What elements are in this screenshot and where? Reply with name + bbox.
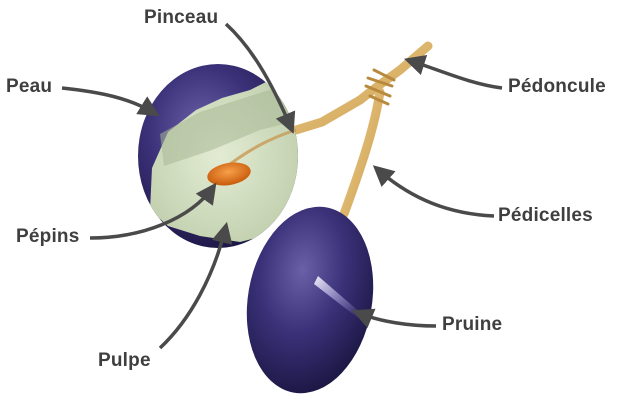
- label-pinceau: Pinceau: [144, 7, 218, 29]
- arrow-pedicelles: [376, 168, 494, 216]
- arrow-pedoncule: [408, 60, 502, 88]
- arrow-peau: [62, 88, 156, 114]
- label-pruine: Pruine: [442, 314, 502, 336]
- label-pepins: Pépins: [16, 226, 80, 248]
- label-pulpe: Pulpe: [98, 350, 151, 372]
- stem-group: [296, 46, 428, 214]
- label-pedoncule: Pédoncule: [508, 76, 606, 98]
- label-pedicelles: Pédicelles: [498, 205, 593, 227]
- peduncle-stem: [296, 46, 428, 130]
- cut-grape: [138, 64, 304, 248]
- label-peau: Peau: [6, 76, 52, 98]
